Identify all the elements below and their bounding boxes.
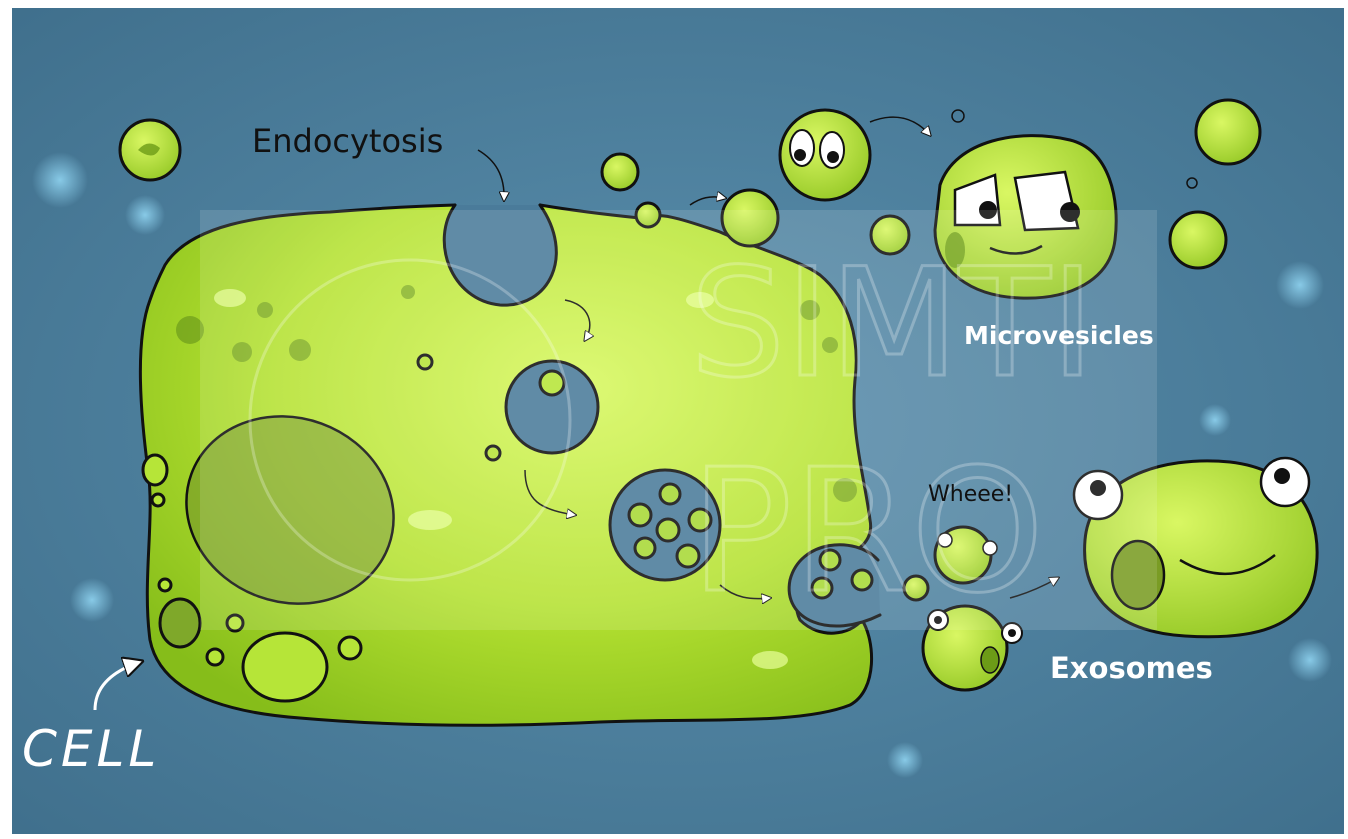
watermark: SIMTI PRO [200,210,1157,631]
cell-label: CELL [22,720,160,778]
exosomes-label: Exosomes [1050,651,1213,685]
watermark-text-2: PRO [690,433,1044,631]
microvesicles-label: Microvesicles [964,321,1154,350]
microvesicle-character-small [780,110,870,200]
wheee-label: Wheee! [928,482,1013,507]
endocytosis-label: Endocytosis [252,122,443,160]
